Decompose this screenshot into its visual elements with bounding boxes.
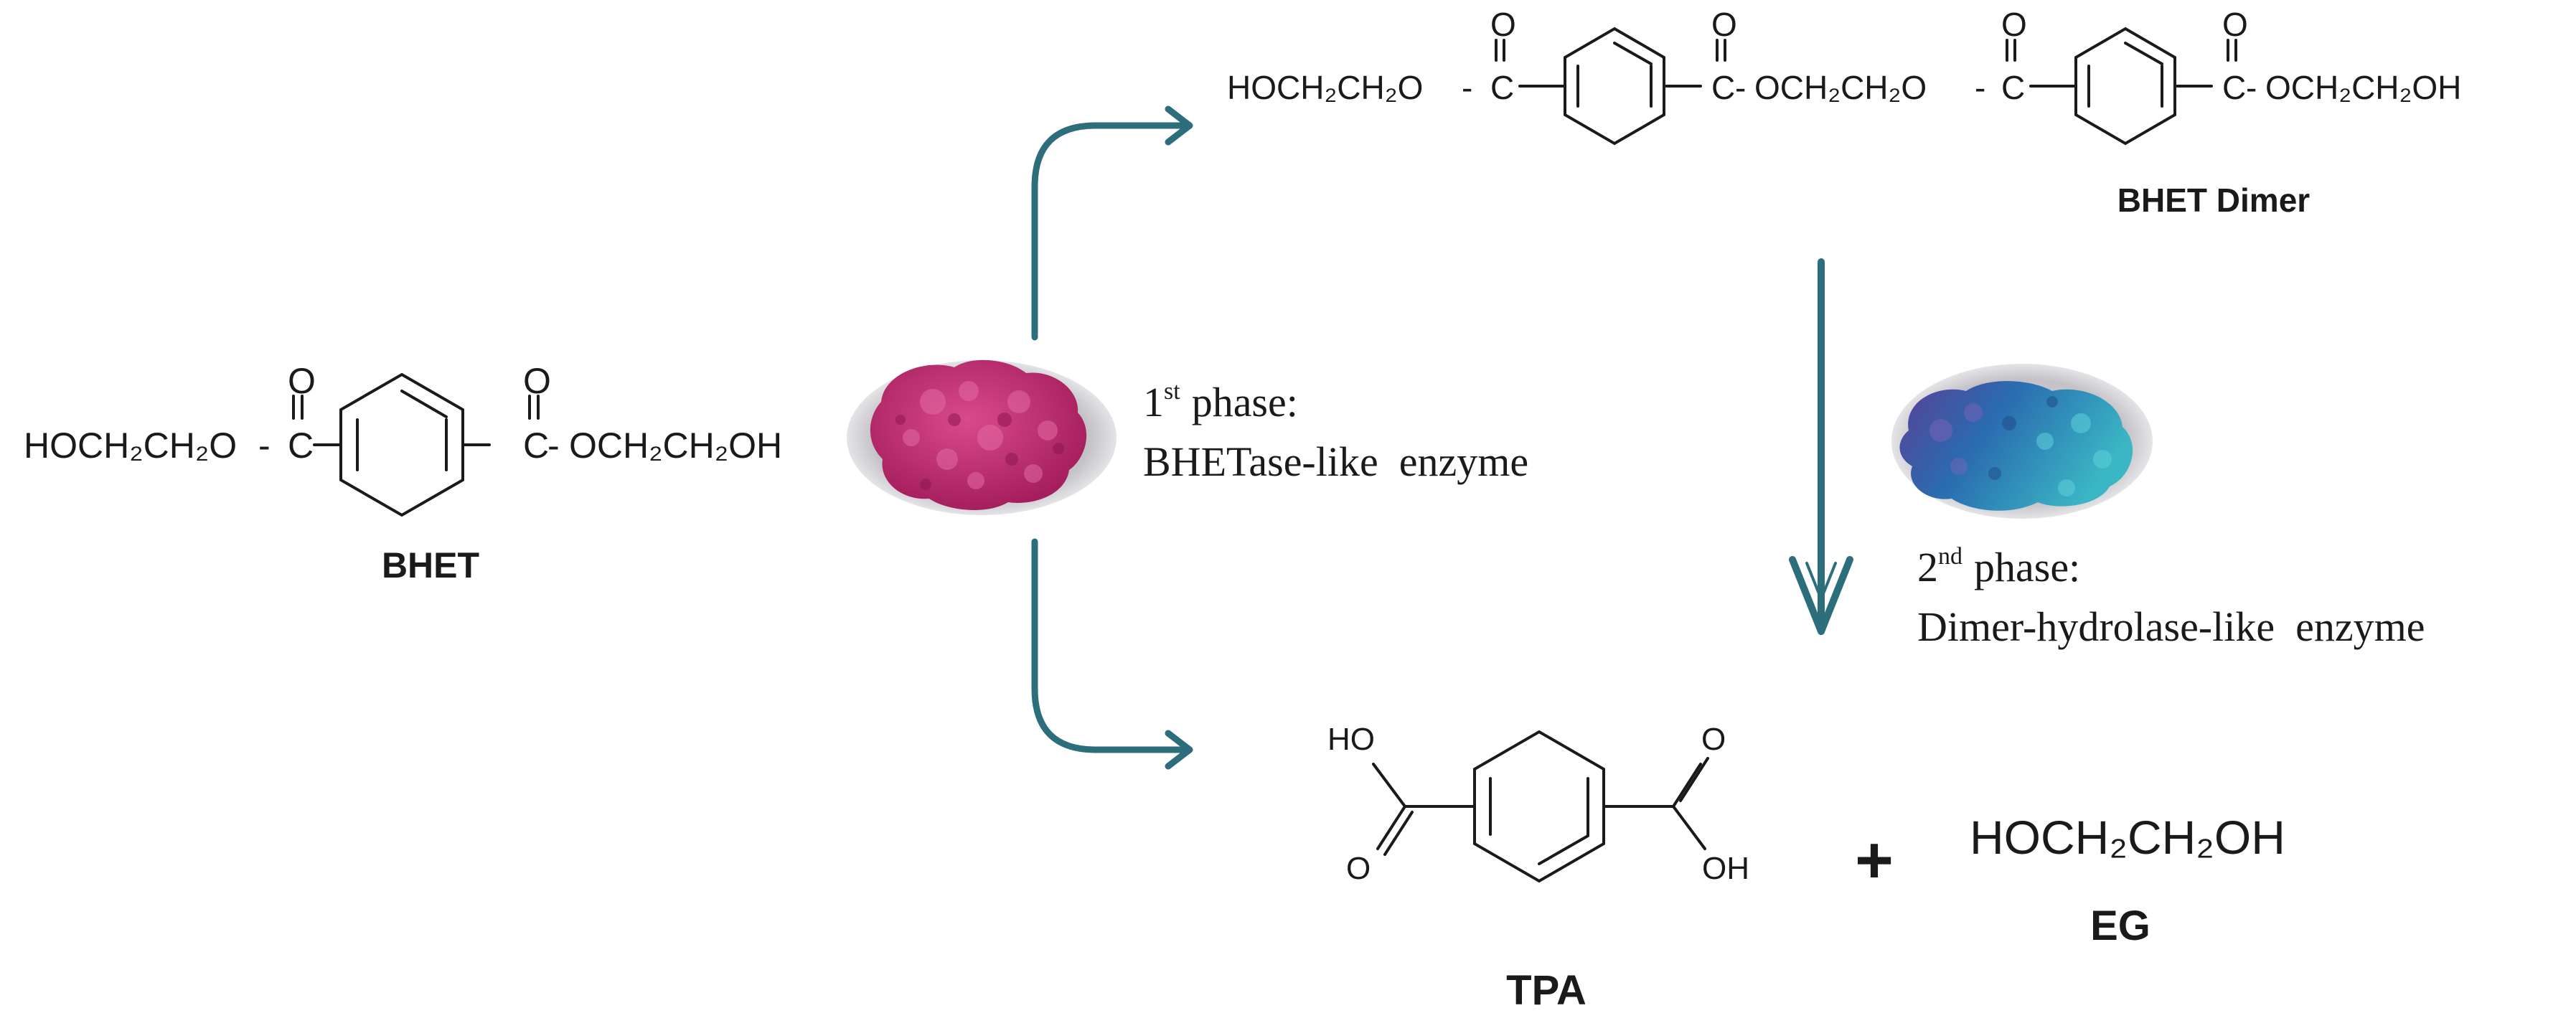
tpa-labels: HO O O OH (1327, 722, 1749, 886)
benzene-ring-icon (339, 372, 464, 517)
phase1-superscript: st (1164, 378, 1180, 405)
phase2-label: 2nd phase: Dimer-hydrolase-like enzyme (1917, 543, 2425, 650)
svg-text:-: - (1735, 69, 1746, 106)
benzene-ring-icon (1473, 730, 1605, 883)
bhet-right-ester-bond: - (547, 425, 560, 466)
arrow-to-tpa (1031, 538, 1188, 753)
phase1-label: 1st phase: BHETase-like enzyme (1143, 378, 1528, 485)
enzyme1-structure-icon (847, 359, 1117, 515)
dimer-carbonyl-c-1: C (1490, 69, 1514, 106)
dimer-carbonyl-o-2: O (1711, 6, 1737, 43)
dimer-carbonyl-o-1: O (1490, 6, 1516, 43)
plus-sign: + (1855, 824, 1894, 897)
dimer-carbonyl-c-4: C (2222, 69, 2246, 106)
dimer-carbonyl-o-4: O (2222, 6, 2248, 43)
svg-text:-: - (2246, 69, 2257, 106)
phase2-enzyme: Dimer-hydrolase-like enzyme (1917, 603, 2425, 650)
dimer-left-group: HOCH₂CH₂O (1227, 69, 1423, 106)
phase2-word: phase: (1974, 544, 2080, 590)
eg-name: EG (2090, 903, 2150, 949)
bhet-left-ester-bond: - (258, 425, 271, 466)
benzene-ring-icon (2074, 27, 2176, 146)
phase1-enzyme: BHETase-like enzyme (1143, 438, 1528, 485)
dimer-labels: HOCH₂CH₂O - C O C O - OCH₂CH₂O - C O C O… (1227, 6, 2461, 106)
dimer-bridge: OCH₂CH₂O (1754, 69, 1927, 106)
bhet-labels: HOCH₂CH₂O - C O C O - OCH₂CH₂OH (24, 361, 782, 466)
tpa-structure (1372, 730, 1709, 883)
tpa-carbonyl-o-right: O (1701, 722, 1726, 757)
tpa-name: TPA (1506, 967, 1587, 1014)
bhet-right-group: OCH₂CH₂OH (569, 425, 782, 466)
dimer-structure (1495, 27, 2237, 146)
tpa-ho-label: HO (1327, 722, 1375, 757)
dimer-carbonyl-c-3: C (2001, 69, 2025, 106)
bhet-left-group: HOCH₂CH₂O (24, 425, 237, 466)
enzyme2-structure-icon (1891, 364, 2153, 519)
bhet-carbonyl-c-right: C (523, 425, 549, 466)
arrow-to-tpa-head (1165, 730, 1193, 770)
phase2-number: 2 (1917, 544, 1938, 590)
dimer-carbonyl-c-2: C (1711, 69, 1735, 106)
bhet-structure (292, 372, 540, 517)
dimer-carbonyl-o-3: O (2001, 6, 2027, 43)
arrow-to-dimer-head (1165, 105, 1193, 146)
eg-formula: HOCH₂CH₂OH (1970, 811, 2285, 864)
dimer-right-group: OCH₂CH₂OH (2265, 69, 2461, 106)
phase1-word: phase: (1192, 379, 1298, 425)
arrow-to-dimer (1031, 122, 1188, 341)
tpa-oh-label: OH (1702, 851, 1749, 886)
svg-text:-: - (1975, 69, 1985, 106)
phase2-arrow (1789, 258, 1853, 635)
svg-text:-: - (1462, 69, 1472, 106)
tpa-carbonyl-o-left: O (1346, 851, 1371, 886)
phase1-arrows (1031, 105, 1193, 770)
bhet-carbonyl-o-right: O (523, 361, 551, 401)
bhet-carbonyl-c-left: C (288, 425, 314, 466)
dimer-name: BHET Dimer (2117, 182, 2310, 219)
bhet-name: BHET (382, 545, 479, 585)
phase1-number: 1 (1143, 379, 1164, 425)
benzene-ring-icon (1564, 27, 1665, 146)
phase2-superscript: nd (1938, 543, 1962, 570)
bhet-carbonyl-o-left: O (288, 361, 316, 401)
